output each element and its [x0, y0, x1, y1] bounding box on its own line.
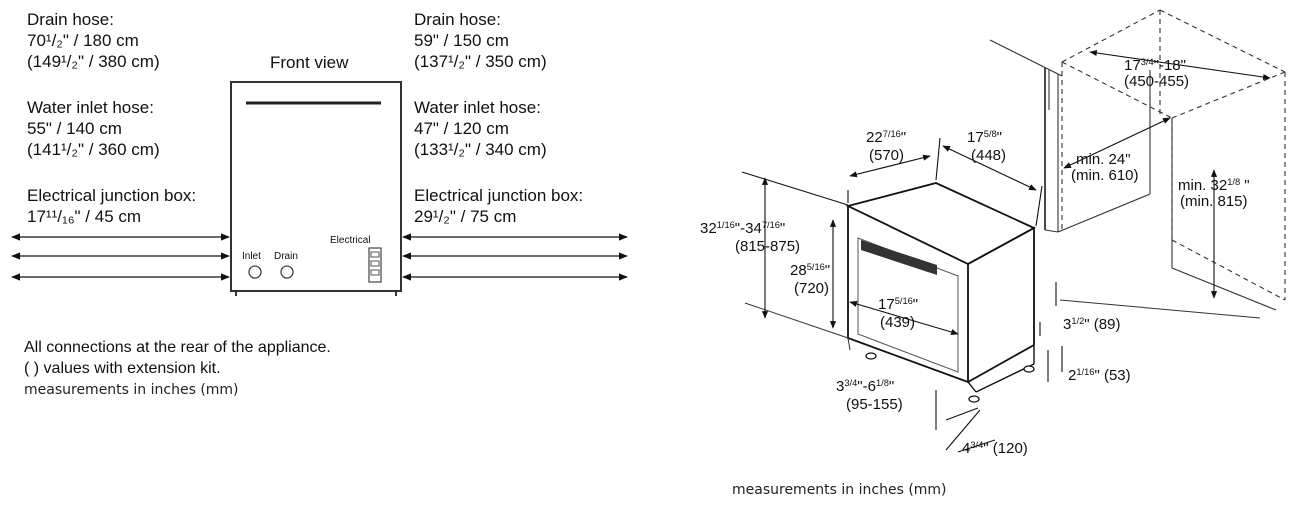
right-units-note: measurements in inches (mm)	[732, 482, 947, 498]
floor-lines	[744, 299, 1261, 351]
dim-min-height-mm: (min. 815)	[1180, 193, 1248, 210]
electrical-box-icon	[368, 247, 382, 283]
right-junction-distance: 29¹/₂" / 75 cm	[414, 207, 517, 226]
rear-connections-note: All connections at the rear of the appli…	[24, 339, 331, 356]
dim-door-width-in: 175/16"	[878, 295, 919, 313]
right-junction-title: Electrical junction box:	[414, 186, 584, 205]
dim-toe-height: 31/2" (89)	[1063, 315, 1121, 333]
right-inlet-hose-ext: (133¹/₂" / 340 cm)	[414, 140, 547, 159]
left-inlet-hose-ext: (141¹/₂" / 360 cm)	[27, 140, 160, 159]
left-junction-title: Electrical junction box:	[27, 186, 197, 205]
front-view-label: Front view	[270, 53, 349, 72]
dimension-lines	[741, 49, 1271, 453]
right-inlet-hose-length: 47" / 120 cm	[414, 119, 509, 138]
dim-height-in: 321/16"-347/16"	[700, 219, 786, 237]
drain-connector-icon	[280, 265, 294, 279]
right-drain-hose-length: 59" / 150 cm	[414, 31, 509, 50]
left-junction-distance: 17¹¹/₁₆" / 45 cm	[27, 207, 142, 226]
extension-kit-note: ( ) values with extension kit.	[24, 360, 221, 377]
left-inlet-hose-title: Water inlet hose:	[27, 98, 154, 117]
inlet-label: Inlet	[242, 251, 261, 262]
dim-door-width-mm: (439)	[880, 314, 916, 331]
right-inlet-hose-title: Water inlet hose:	[414, 98, 541, 117]
dim-min-width-mm: (min. 610)	[1071, 167, 1139, 184]
dim-door-height-mm: (720)	[794, 280, 830, 297]
left-drain-hose-title: Drain hose:	[27, 10, 114, 29]
dim-min-height-in: min. 321/8 "	[1178, 176, 1250, 194]
dim-height-mm: (815-875)	[735, 238, 801, 255]
left-drain-hose-length: 70¹/₂" / 180 cm	[27, 31, 139, 50]
left-drain-hose-ext: (149¹/₂" / 380 cm)	[27, 52, 160, 71]
dim-door-height-in: 285/16"	[790, 261, 831, 279]
dim-foot-depth: 43/4" (120)	[962, 439, 1028, 457]
drain-label: Drain	[274, 251, 298, 262]
dim-foot-setback: 21/16" (53)	[1068, 366, 1131, 384]
dim-width-mm: (448)	[971, 147, 1007, 164]
right-drain-hose-ext: (137¹/₂" / 350 cm)	[414, 52, 547, 71]
left-inlet-hose-length: 55" / 140 cm	[27, 119, 122, 138]
dim-depth-mm: (570)	[869, 147, 905, 164]
dim-min-width-in: min. 24"	[1076, 151, 1131, 168]
dishwasher-handle	[861, 240, 937, 275]
left-units-note: measurements in inches (mm)	[24, 382, 239, 398]
dim-feet-height-in: 33/4"-61/8"	[836, 377, 895, 395]
right-drain-hose-title: Drain hose:	[414, 10, 501, 29]
dishwasher-body	[845, 182, 1037, 393]
dishwasher-feet	[865, 352, 1035, 403]
dim-width-in: 175/8"	[967, 128, 1002, 146]
dim-niche-depth-in: 173/4"-18"	[1124, 56, 1186, 74]
dim-niche-depth-mm: (450-455)	[1124, 73, 1190, 90]
appliance-front-outline	[230, 81, 402, 296]
electrical-label: Electrical	[330, 235, 371, 246]
left-clearance-arrows	[11, 233, 230, 281]
inlet-connector-icon	[248, 265, 262, 279]
right-clearance-arrows	[402, 233, 628, 281]
dim-depth-in: 227/16"	[866, 128, 907, 146]
dim-feet-height-mm: (95-155)	[846, 396, 903, 413]
